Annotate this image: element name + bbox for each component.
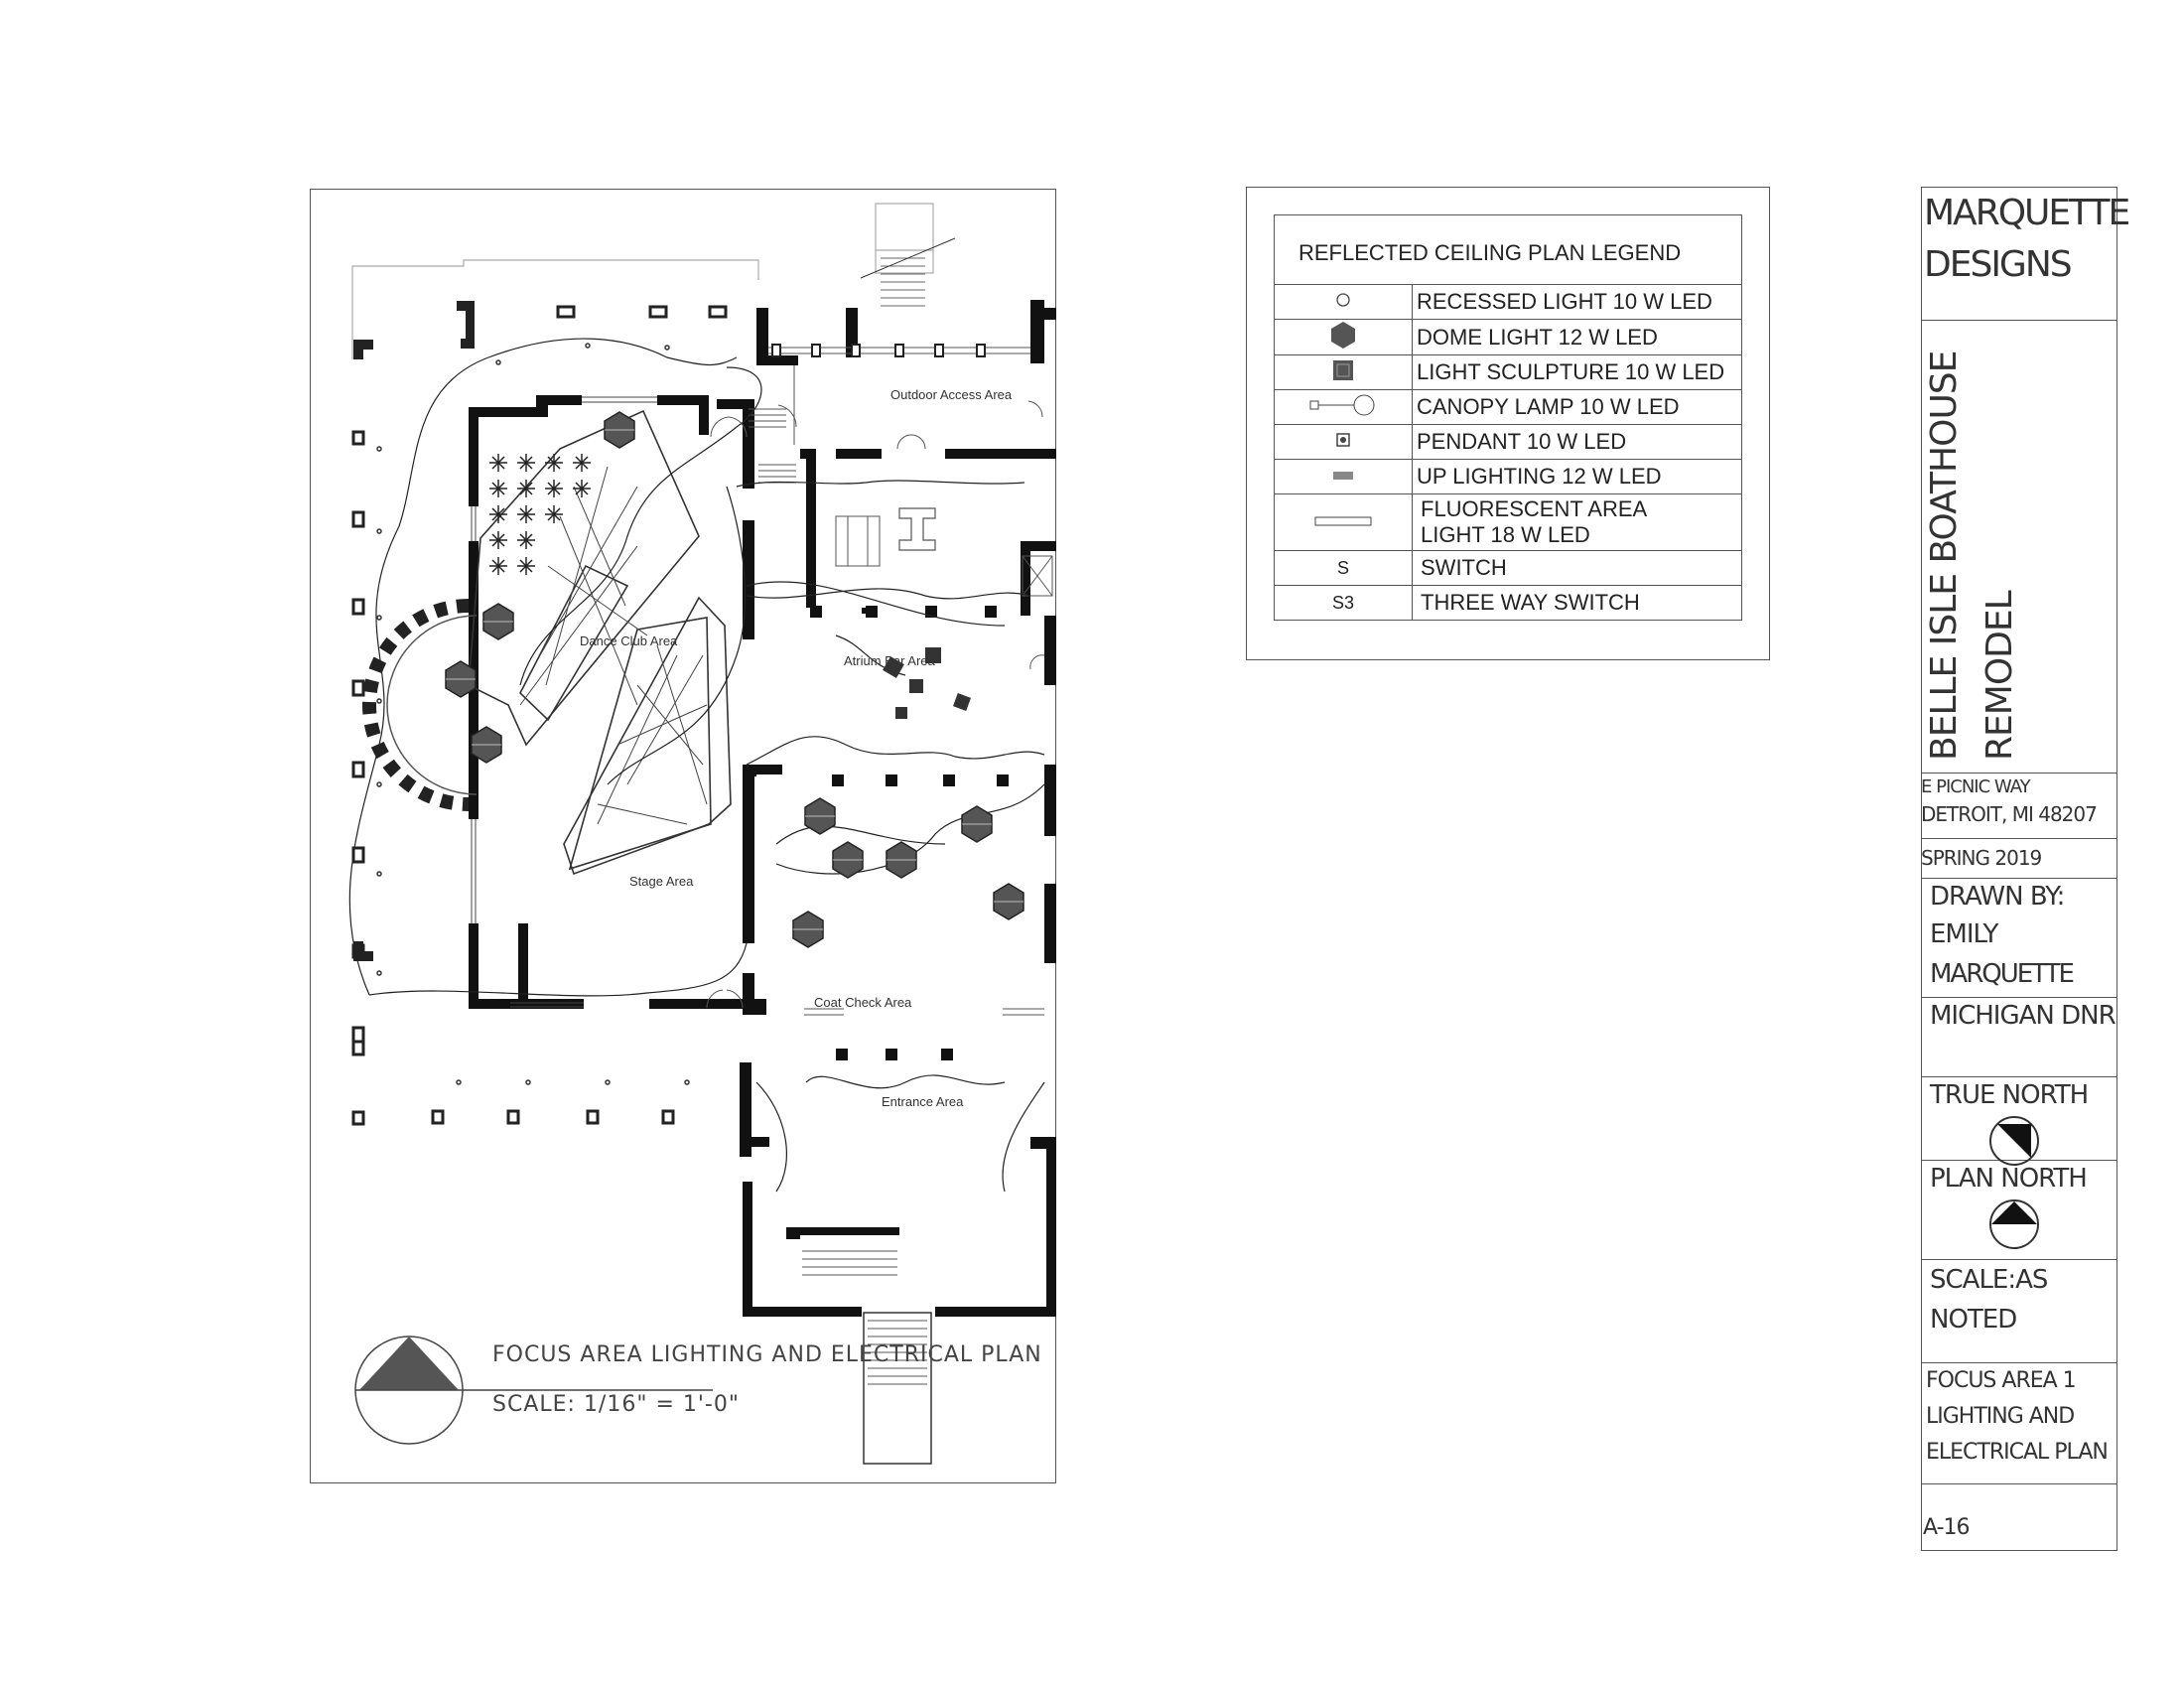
legend-label: THREE WAY SWITCH: [1412, 585, 1742, 621]
dome-light-icon: [1274, 319, 1413, 355]
floor-plan: Outdoor Access Area Dance Club Area Atri…: [348, 203, 1056, 1465]
plan-scale: SCALE: 1/16" = 1'-0": [492, 1392, 740, 1417]
true-north-label: TRUE NORTH: [1930, 1080, 2089, 1110]
true-north-icon: [1989, 1116, 2039, 1166]
room-label-outdoor-access: Outdoor Access Area: [890, 387, 1013, 402]
legend-label: LIGHT SCULPTURE 10 W LED: [1412, 354, 1742, 390]
tb-divider: [1921, 1160, 2117, 1161]
legend-label: CANOPY LAMP 10 W LED: [1412, 389, 1742, 425]
side-stairs: [749, 408, 796, 484]
atrium-beams: [862, 608, 868, 614]
room-label-atrium-bar: Atrium Bar Area: [844, 653, 936, 668]
firm-name-line2: DESIGNS: [1924, 244, 2073, 285]
recessed-light-icon: [1274, 284, 1413, 320]
legend-table: REFLECTED CEILING PLAN LEGEND RECESSED L…: [1274, 214, 1742, 621]
dome-lights: [445, 411, 1024, 948]
scale-line1: SCALE:AS: [1930, 1265, 2048, 1295]
interior-columns: [810, 606, 1009, 786]
drawn-by-last: MARQUETTE: [1930, 959, 2075, 989]
stage-platforms: [468, 409, 732, 876]
address-line1: E PICNIC WAY: [1921, 776, 2031, 797]
legend-label: DOME LIGHT 12 W LED: [1412, 319, 1742, 355]
plan-north-label: PLAN NORTH: [1930, 1164, 2088, 1194]
sheet-title-line2: LIGHTING AND: [1926, 1404, 2075, 1429]
pendant-grid: [489, 454, 591, 575]
legend-label: FLUORESCENT AREA LIGHT 18 W LED: [1412, 493, 1742, 551]
project-name-line1: BELLE ISLE BOATHOUSE: [1924, 351, 1965, 761]
drawn-by-label: DRAWN BY:: [1930, 882, 2065, 912]
tb-divider: [1921, 1362, 2117, 1363]
wiring-circuits: [348, 338, 1045, 1193]
address-line2: DETROIT, MI 48207: [1921, 802, 2098, 826]
firm-name-line1: MARQUETTE: [1924, 193, 2130, 233]
legend-row: S SWITCH: [1274, 550, 1742, 586]
legend-row: LIGHT SCULPTURE 10 W LED: [1274, 354, 1742, 390]
pendant-icon: [1274, 424, 1413, 460]
legend-row: S3 THREE WAY SWITCH: [1274, 585, 1742, 621]
room-label-coat-check: Coat Check Area: [814, 995, 912, 1010]
tb-divider: [1921, 878, 2117, 879]
tb-divider: [1921, 997, 2117, 998]
three-way-switch-symbol: S3: [1274, 585, 1413, 621]
legend-label: UP LIGHTING 12 W LED: [1412, 459, 1742, 494]
legend-row: UP LIGHTING 12 W LED: [1274, 459, 1742, 494]
dance-club-windows: [471, 396, 657, 1008]
dome-light-lines: [446, 429, 1024, 930]
tb-divider: [1921, 1076, 2117, 1077]
switch-symbol: S: [1274, 550, 1413, 586]
main-walls: [717, 300, 1056, 1317]
legend-label: SWITCH: [1412, 550, 1742, 586]
plan-title-symbol: [354, 1336, 713, 1445]
tb-divider: [1921, 1259, 2117, 1260]
title-block: [1921, 187, 2117, 1551]
legend-row: RECESSED LIGHT 10 W LED: [1274, 284, 1742, 320]
legend-label: PENDANT 10 W LED: [1412, 424, 1742, 460]
legend-row: FLUORESCENT AREA LIGHT 18 W LED: [1274, 493, 1742, 551]
entrance-stairs: [802, 1250, 932, 1465]
legend-label: RECESSED LIGHT 10 W LED: [1412, 284, 1742, 320]
project-name-line2: REMODEL: [1979, 591, 2020, 761]
truss-sculpture: [519, 466, 708, 825]
atrium-bar-counter: [898, 507, 936, 551]
round-bay: [362, 599, 478, 811]
legend-row: CANOPY LAMP 10 W LED: [1274, 389, 1742, 425]
plan-north-icon: [1989, 1199, 2039, 1249]
fluorescent-icon: [1274, 493, 1413, 551]
tb-divider: [1921, 1483, 2117, 1484]
scale-line2: NOTED: [1930, 1305, 2017, 1335]
legend-frame: [1246, 187, 1770, 660]
north-stair: [860, 237, 956, 307]
tb-divider: [1921, 838, 2117, 839]
up-lighting-icon: [1274, 459, 1413, 494]
colonnade-columns: [351, 305, 728, 1126]
outdoor-posts: [771, 344, 986, 357]
legend-row: PENDANT 10 W LED: [1274, 424, 1742, 460]
drawn-by-first: EMILY: [1930, 919, 1998, 949]
room-label-dance-club: Dance Club Area: [580, 633, 678, 648]
sheet-title-line1: FOCUS AREA 1: [1926, 1368, 2077, 1393]
light-sculptures: [883, 647, 971, 719]
legend-row: DOME LIGHT 12 W LED: [1274, 319, 1742, 355]
room-label-entrance: Entrance Area: [882, 1094, 964, 1109]
tb-divider: [1921, 320, 2117, 321]
canopy-lamp-icon: [1274, 389, 1413, 425]
canopy-lamp-marks: [376, 343, 690, 1085]
client-name: MICHIGAN DNR: [1930, 1001, 2116, 1031]
legend-title: REFLECTED CEILING PLAN LEGEND: [1298, 240, 1682, 265]
sheet-title-line3: ELECTRICAL PLAN: [1926, 1440, 2109, 1465]
tb-divider: [1921, 773, 2117, 774]
corner-piers: [353, 301, 475, 961]
sheet-number: A-16: [1923, 1515, 1970, 1540]
project-date: SPRING 2019: [1921, 846, 2042, 870]
plan-title: FOCUS AREA LIGHTING AND ELECTRICAL PLAN: [492, 1342, 1042, 1367]
light-sculpture-icon: [1274, 354, 1413, 390]
room-label-stage: Stage Area: [629, 874, 694, 889]
terrace-outline: [351, 203, 934, 359]
